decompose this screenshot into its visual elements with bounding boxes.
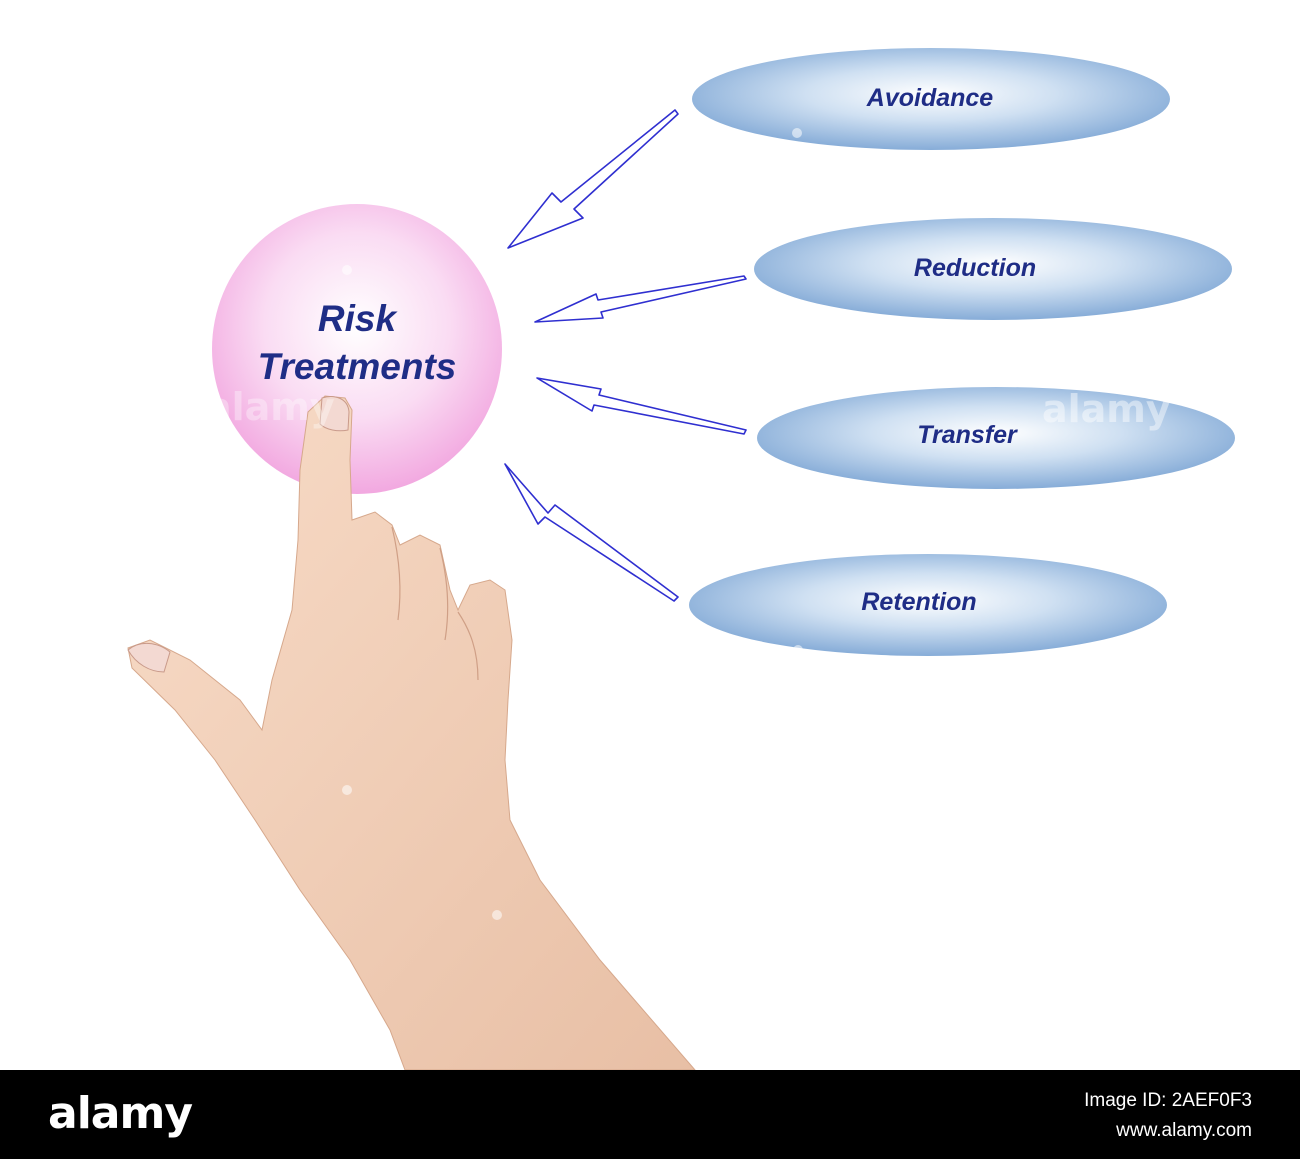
arrow-transfer — [536, 377, 747, 435]
footer-meta: Image ID: 2AEF0F3 www.alamy.com — [1084, 1086, 1252, 1146]
diagram-svg — [127, 48, 1235, 1071]
hand-image — [127, 395, 697, 1071]
branch-label-reduction: Reduction — [913, 254, 1037, 282]
branch-node-reduction — [754, 218, 1232, 320]
branch-node-retention — [689, 554, 1167, 656]
diagram-canvas: Risk Treatments Avoidance Reduction Tran… — [127, 48, 1235, 1071]
watermark-marks — [342, 128, 803, 920]
watermark-logo-left: alamy — [206, 385, 335, 429]
footer-logo: alamy — [48, 1088, 193, 1139]
branch-node-avoidance — [692, 48, 1170, 150]
arrow-reduction — [534, 275, 747, 323]
branch-label-avoidance: Avoidance — [866, 84, 994, 112]
center-label-line1: Risk — [317, 298, 397, 339]
footer-url: www.alamy.com — [1116, 1120, 1252, 1141]
branch-node-transfer — [757, 387, 1235, 489]
center-label: Risk Treatments — [212, 295, 502, 391]
center-node — [212, 204, 502, 494]
branch-label-retention: Retention — [861, 588, 977, 616]
footer-bar: alamy Image ID: 2AEF0F3 www.alamy.com — [0, 1070, 1300, 1159]
branch-label-transfer: Transfer — [917, 421, 1017, 449]
center-label-line2: Treatments — [257, 346, 457, 387]
footer-image-id: Image ID: 2AEF0F3 — [1084, 1090, 1252, 1111]
watermark-logo-right: alamy — [1042, 387, 1171, 431]
arrow-avoidance — [507, 109, 679, 249]
arrow-retention — [504, 463, 679, 602]
